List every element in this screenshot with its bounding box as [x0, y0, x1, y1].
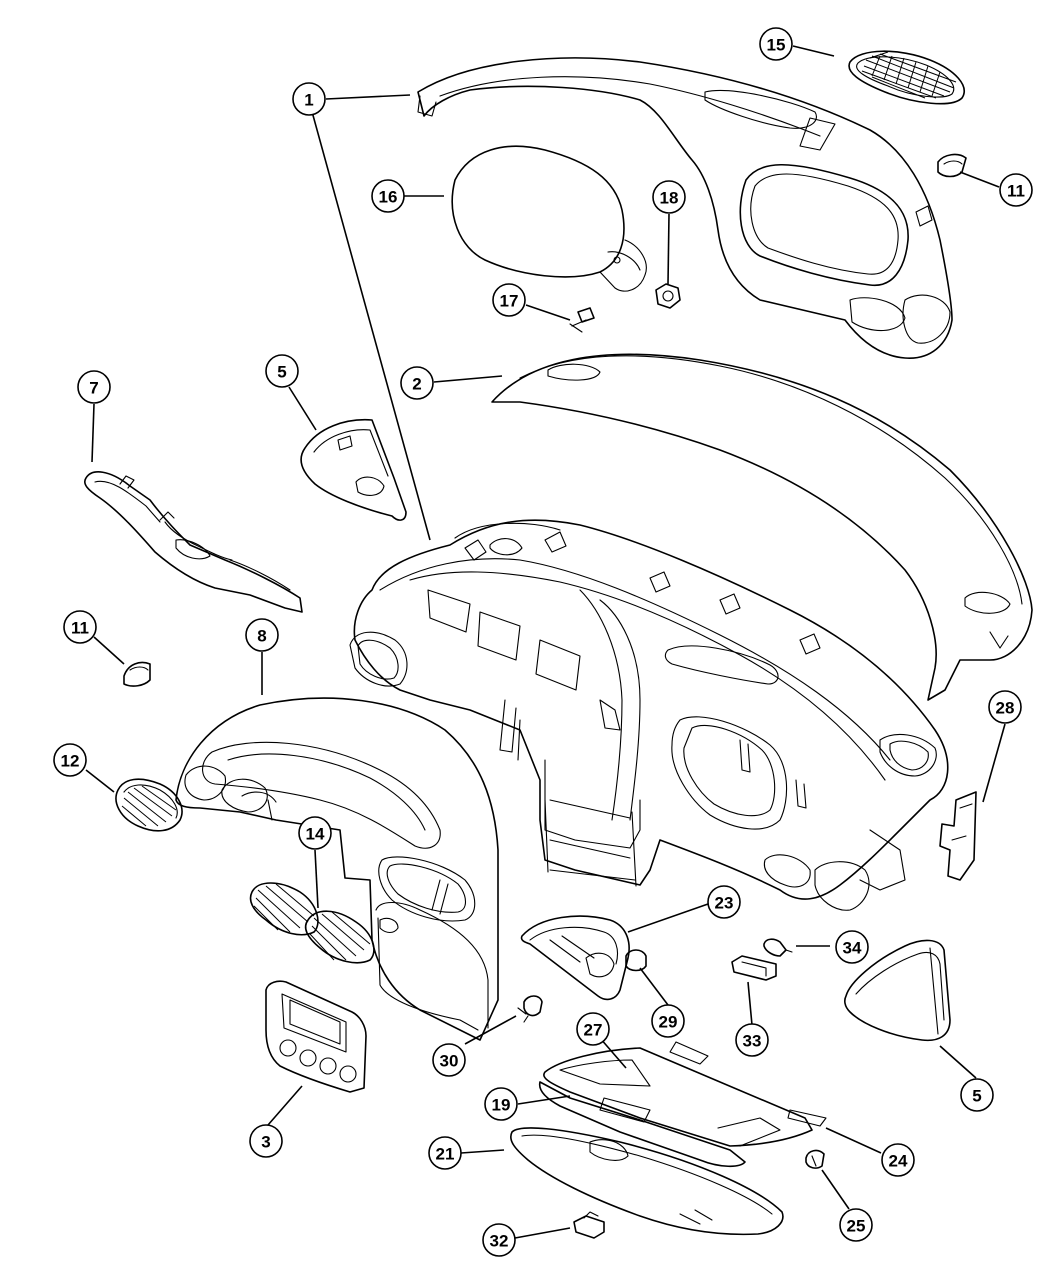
svg-text:21: 21	[436, 1145, 455, 1164]
svg-text:5: 5	[277, 363, 286, 382]
svg-text:14: 14	[306, 825, 325, 844]
callout-29: 29	[651, 1004, 685, 1038]
svg-text:3: 3	[261, 1133, 270, 1152]
callout-7: 7	[77, 370, 111, 404]
svg-text:32: 32	[490, 1232, 509, 1251]
left-lower-bezel	[84, 471, 303, 613]
svg-text:25: 25	[847, 1217, 866, 1236]
ashtray-housing	[520, 915, 630, 1001]
svg-text:15: 15	[767, 36, 786, 55]
radio-hvac-bezel	[265, 980, 367, 1093]
svg-text:19: 19	[492, 1096, 511, 1115]
svg-text:2: 2	[412, 375, 421, 394]
glove-box-liner	[543, 1041, 827, 1147]
latch	[573, 1211, 605, 1239]
callout-15: 15	[759, 27, 793, 61]
bulb	[763, 938, 793, 957]
svg-text:11: 11	[1007, 182, 1025, 201]
callout-2: 2	[400, 366, 434, 400]
callout-3: 3	[249, 1124, 283, 1158]
callout-11-right: 11	[999, 173, 1033, 207]
nut	[655, 283, 681, 309]
screw	[569, 307, 595, 333]
switch	[517, 995, 543, 1023]
callout-25: 25	[839, 1208, 873, 1242]
callout-18: 18	[652, 180, 686, 214]
callout-33: 33	[735, 1023, 769, 1057]
small-outlet-left	[123, 661, 151, 687]
callout-17: 17	[492, 283, 526, 317]
svg-text:18: 18	[660, 189, 679, 208]
svg-text:8: 8	[257, 627, 266, 646]
instrument-panel-top-pad	[491, 353, 1033, 701]
callout-11-left: 11	[63, 610, 97, 644]
callout-28: 28	[988, 690, 1022, 724]
callout-34: 34	[835, 930, 869, 964]
glove-box-lamp	[731, 955, 777, 981]
instrument-panel-carrier	[349, 519, 949, 911]
callout-32: 32	[482, 1223, 516, 1257]
callout-12: 12	[53, 743, 87, 777]
callout-21: 21	[428, 1136, 462, 1170]
callout-bubbles: 1 2 3 5 5 7 8 11 11 12 14 15 16 17 18 19…	[53, 27, 1033, 1257]
callout-19: 19	[484, 1087, 518, 1121]
svg-text:11: 11	[71, 619, 89, 638]
callout-8: 8	[245, 618, 279, 652]
callout-5-left: 5	[265, 354, 299, 388]
side-air-outlet	[115, 778, 183, 832]
instrument-panel-top-cover	[417, 57, 953, 359]
svg-text:23: 23	[715, 894, 734, 913]
speaker-grille	[848, 50, 965, 105]
callout-5-right: 5	[960, 1078, 994, 1112]
svg-text:12: 12	[61, 752, 80, 771]
callout-27: 27	[576, 1012, 610, 1046]
bracket	[939, 791, 977, 881]
svg-text:16: 16	[379, 188, 398, 207]
svg-text:7: 7	[89, 379, 98, 398]
svg-text:24: 24	[889, 1152, 908, 1171]
svg-text:1: 1	[304, 91, 313, 110]
lamp	[625, 949, 647, 972]
callout-30: 30	[432, 1043, 466, 1077]
callout-24: 24	[881, 1143, 915, 1177]
callout-1: 1	[292, 82, 326, 116]
passenger-air-bag	[451, 145, 647, 292]
svg-text:17: 17	[500, 292, 519, 311]
svg-text:30: 30	[440, 1052, 459, 1071]
right-end-cap	[844, 939, 951, 1042]
bumper	[805, 1149, 825, 1169]
svg-text:5: 5	[972, 1087, 981, 1106]
center-air-outlets	[249, 882, 375, 964]
callout-23: 23	[707, 885, 741, 919]
svg-text:28: 28	[996, 699, 1015, 718]
svg-text:29: 29	[659, 1013, 678, 1032]
glove-box-door	[510, 1127, 784, 1236]
callout-14: 14	[298, 816, 332, 850]
leader-lines	[85, 45, 1006, 1239]
svg-text:34: 34	[843, 939, 862, 958]
left-end-cap	[300, 418, 407, 521]
instrument-cluster-bezel	[175, 697, 499, 1041]
glove-box-bin	[538, 1081, 746, 1168]
svg-text:27: 27	[584, 1021, 603, 1040]
callout-16: 16	[371, 179, 405, 213]
svg-text:33: 33	[743, 1032, 762, 1051]
